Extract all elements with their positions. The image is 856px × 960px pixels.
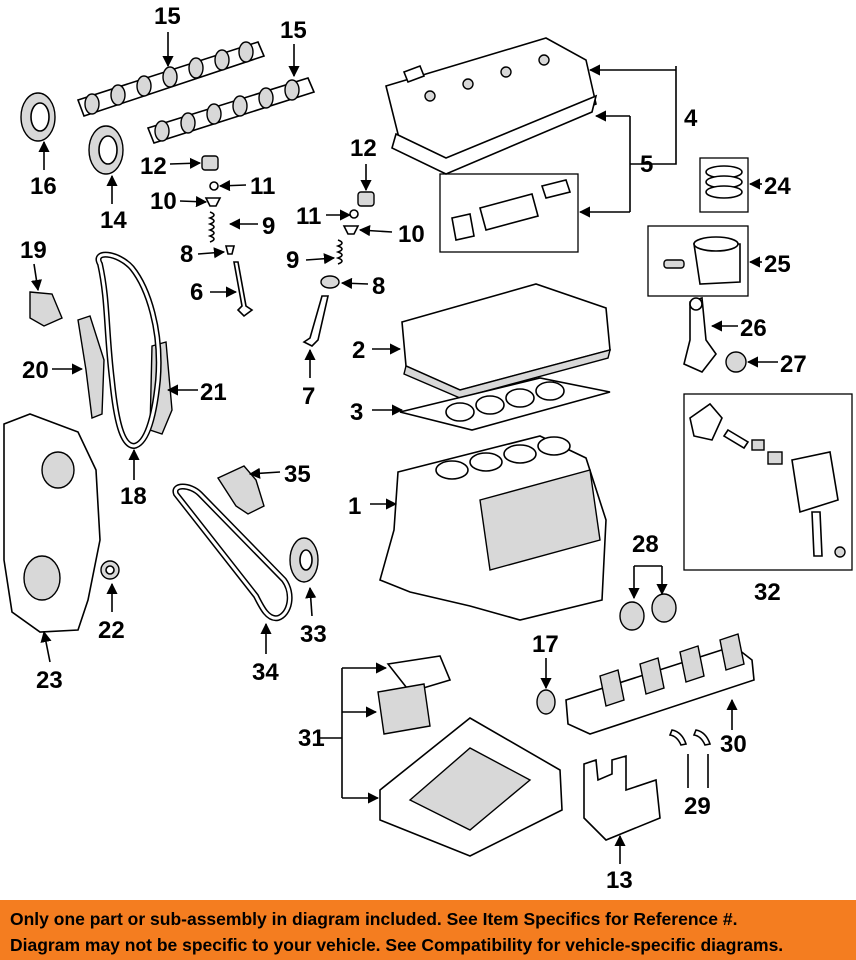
callout-25: 25 — [764, 251, 791, 278]
thrust-washers — [668, 729, 712, 746]
callout-31: 31 — [298, 725, 325, 752]
valve-cover — [385, 37, 598, 175]
engine-exploded-diagram: 1 2 3 4 5 6 7 8 8 9 9 10 10 11 11 12 12 … — [3, 3, 853, 894]
valve-train-right — [302, 191, 375, 347]
engine-block — [379, 435, 607, 621]
cylinder-head — [401, 283, 611, 399]
callout-5: 5 — [640, 151, 653, 178]
callout-21: 21 — [200, 379, 227, 406]
callout-17: 17 — [532, 631, 559, 658]
disclaimer-banner: Only one part or sub-assembly in diagram… — [0, 900, 856, 960]
camshaft-sprocket-16 — [20, 92, 56, 142]
callout-8-left: 8 — [180, 241, 193, 268]
callout-22: 22 — [98, 617, 125, 644]
callout-23: 23 — [36, 667, 63, 694]
callout-35: 35 — [284, 461, 311, 488]
callout-1: 1 — [348, 493, 361, 520]
disclaimer-line-2: Diagram may not be specific to your vehi… — [10, 935, 784, 955]
oil-pump-chain — [172, 483, 293, 622]
callout-10-right: 10 — [398, 221, 425, 248]
callout-labels: 1 2 3 4 5 6 7 8 8 9 9 10 10 11 11 12 12 … — [20, 3, 807, 894]
connecting-rod — [683, 296, 717, 373]
callout-16: 16 — [30, 173, 57, 200]
callout-14: 14 — [100, 207, 127, 234]
crankshaft — [565, 633, 755, 735]
callout-15-right: 15 — [280, 17, 307, 44]
piston — [647, 225, 749, 297]
piston-rings — [699, 157, 749, 213]
seal-22 — [100, 560, 120, 580]
camshaft-position-sensor — [29, 291, 63, 327]
callout-18: 18 — [120, 483, 147, 510]
rod-bearing — [725, 351, 747, 373]
callout-12-right: 12 — [350, 135, 377, 162]
valve-train-left — [201, 155, 254, 318]
intake-camshaft — [76, 41, 266, 118]
callout-20: 20 — [22, 357, 49, 384]
bearing-girdle — [583, 754, 661, 841]
callout-27: 27 — [780, 351, 807, 378]
callout-33: 33 — [300, 621, 327, 648]
oil-pump-sprocket — [289, 537, 319, 583]
callout-7: 7 — [302, 383, 315, 410]
callout-15-left: 15 — [154, 3, 181, 30]
callout-19: 19 — [20, 237, 47, 264]
callout-34: 34 — [252, 659, 279, 686]
disclaimer-line-1: Only one part or sub-assembly in diagram… — [10, 909, 738, 929]
camshaft-sprocket-14 — [88, 125, 124, 175]
callout-24: 24 — [764, 173, 791, 200]
callout-2: 2 — [352, 337, 365, 364]
callout-6: 6 — [190, 279, 203, 306]
callout-10-left: 10 — [150, 188, 177, 215]
callout-29: 29 — [684, 793, 711, 820]
callout-12-left: 12 — [140, 153, 167, 180]
exhaust-camshaft — [146, 77, 316, 144]
callout-13: 13 — [606, 867, 633, 894]
callout-26: 26 — [740, 315, 767, 342]
callout-28: 28 — [632, 531, 659, 558]
valve-cover-gasket-set — [439, 173, 579, 253]
callout-32: 32 — [754, 579, 781, 606]
crankshaft-sprocket — [536, 689, 556, 715]
head-gasket — [399, 377, 611, 431]
callout-9-right: 9 — [286, 247, 299, 274]
oil-pan — [377, 655, 563, 857]
callout-9-left: 9 — [262, 213, 275, 240]
chain-tensioner-guide — [77, 315, 105, 419]
callout-3: 3 — [350, 399, 363, 426]
callout-11-left: 11 — [250, 173, 275, 200]
callout-11-right: 11 — [296, 203, 321, 230]
oil-pump-assembly — [683, 393, 853, 571]
leader-lines — [30, 32, 778, 864]
timing-cover — [3, 413, 101, 633]
callout-30: 30 — [720, 731, 747, 758]
callout-4: 4 — [684, 105, 698, 132]
main-bearings — [619, 593, 677, 631]
callout-8-right: 8 — [372, 273, 385, 300]
timing-chain — [95, 251, 162, 450]
